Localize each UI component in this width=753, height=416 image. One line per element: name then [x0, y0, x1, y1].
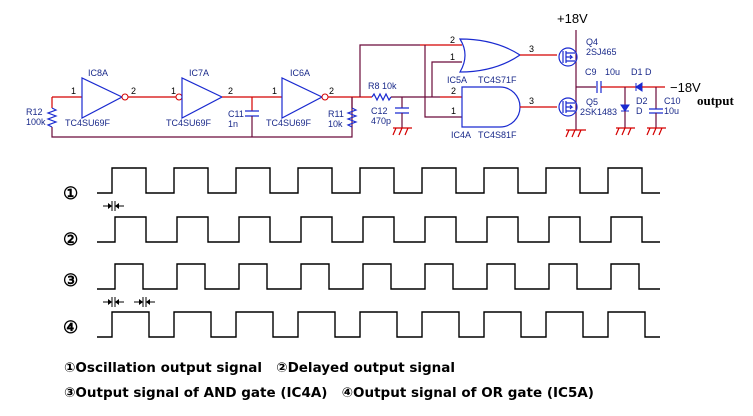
wire-feedback — [51, 97, 353, 138]
delay-marker — [134, 297, 155, 307]
r8-label: R8 10k — [368, 81, 397, 91]
signal-marker-4: ④ — [63, 318, 78, 338]
signal-marker-1: ① — [63, 184, 78, 204]
legend-line-2: ③Output signal of AND gate (IC4A) ④Outpu… — [64, 385, 594, 401]
and-gate-ic4a — [461, 86, 521, 128]
ic4a-part: TC4S81F — [478, 130, 517, 140]
r12-ref: R12 — [26, 107, 43, 117]
ic8a-ref: IC8A — [88, 68, 108, 78]
c11-value: 1n — [228, 119, 238, 129]
ic4a-pin-b: 1 — [451, 106, 456, 116]
ic8a-pin-in: 1 — [71, 86, 76, 96]
mosfet-q5 — [558, 97, 578, 117]
ic7a-pin-out: 2 — [228, 86, 233, 96]
ic6a-ref: IC6A — [290, 68, 310, 78]
ic6a-pin-out: 2 — [329, 86, 334, 96]
waveform-signal-2 — [97, 216, 660, 243]
ic4a-pin-a: 2 — [451, 86, 456, 96]
ground-icon — [646, 127, 666, 136]
resistor-r8 — [371, 92, 392, 102]
capacitor-c10 — [649, 108, 663, 114]
r11-value: 10k — [328, 119, 343, 129]
ic7a-pin-in: 1 — [171, 86, 176, 96]
capacitor-c12 — [395, 107, 409, 114]
capacitor-c11 — [245, 110, 259, 117]
c12-ref: C12 — [371, 106, 388, 116]
q5-ref: Q5 — [586, 97, 598, 107]
output-label: output — [697, 93, 735, 108]
output-voltage: −18V — [670, 80, 701, 95]
ic5a-pin-a: 2 — [450, 35, 455, 45]
ic4a-ref: IC4A — [451, 130, 471, 140]
c10-value: 10u — [664, 106, 679, 116]
inverter-ic7a — [181, 77, 224, 119]
ic5a-ref: IC5A — [447, 75, 467, 85]
ic5a-pin-out: 3 — [529, 44, 534, 54]
wire — [359, 44, 420, 97]
inverter-ic8a — [81, 77, 124, 119]
c9-ref: C9 — [585, 67, 597, 77]
inversion-bubble — [121, 93, 129, 101]
inversion-bubble — [175, 93, 183, 101]
inverter-ic6a — [281, 77, 324, 119]
schematic: R12 100k IC8A TC4SU69F 1 2 IC7A TC4SU69F… — [26, 11, 735, 140]
delay-marker — [103, 297, 124, 307]
ic8a-pin-out: 2 — [131, 86, 136, 96]
q4-ref: Q4 — [586, 37, 598, 47]
capacitor-c9 — [596, 81, 602, 93]
c9-value: 10u — [605, 67, 620, 77]
ic6a-part: TC4SU69F — [266, 118, 312, 128]
waveform-signal-4 — [97, 311, 660, 338]
wire — [431, 61, 462, 97]
ic5a-pin-b: 1 — [450, 52, 455, 62]
ic6a-pin-in: 1 — [272, 86, 277, 96]
c10-ref: C10 — [664, 96, 681, 106]
resistor-r11 — [346, 107, 358, 128]
wire — [424, 45, 462, 118]
d2-ref: D2 — [636, 96, 648, 106]
inversion-bubble — [321, 93, 329, 101]
timing-diagram: ① ② ③ ④ — [63, 167, 660, 338]
q4-part: 2SJ465 — [586, 47, 617, 57]
supply-positive: +18V — [557, 11, 588, 26]
mosfet-q5-symbol — [562, 101, 575, 113]
delay-marker — [103, 201, 124, 211]
c12-value: 470p — [371, 116, 391, 126]
signal-marker-2: ② — [63, 230, 78, 250]
ic7a-ref: IC7A — [189, 68, 209, 78]
ground-icon — [615, 127, 635, 136]
d2-value: D — [636, 106, 643, 116]
ground-icon — [392, 127, 412, 136]
d1-value: D — [645, 67, 652, 77]
r12-value: 100k — [26, 117, 46, 127]
signal-marker-3: ③ — [63, 271, 78, 291]
ic8a-part: TC4SU69F — [65, 118, 111, 128]
mosfet-q4 — [558, 47, 578, 67]
resistor-r12 — [46, 107, 58, 128]
mosfet-q4-symbol — [562, 51, 575, 63]
q5-part: 2SK1483 — [580, 107, 617, 117]
ic7a-part: TC4SU69F — [166, 118, 212, 128]
ground-icon — [565, 129, 586, 138]
ic5a-part: TC4S71F — [478, 75, 517, 85]
waveform-signal-1 — [97, 167, 660, 194]
waveform-signal-3 — [97, 263, 660, 290]
r11-ref: R11 — [328, 109, 344, 119]
diode-d2 — [620, 104, 630, 112]
legend-line-1: ①Oscillation output signal ②Delayed outp… — [64, 360, 456, 376]
ic4a-pin-out: 3 — [529, 96, 534, 106]
diode-d1 — [635, 82, 643, 92]
c11-ref: C11 — [228, 109, 244, 119]
d1-ref: D1 — [631, 67, 643, 77]
or-gate-ic5a — [458, 38, 522, 73]
